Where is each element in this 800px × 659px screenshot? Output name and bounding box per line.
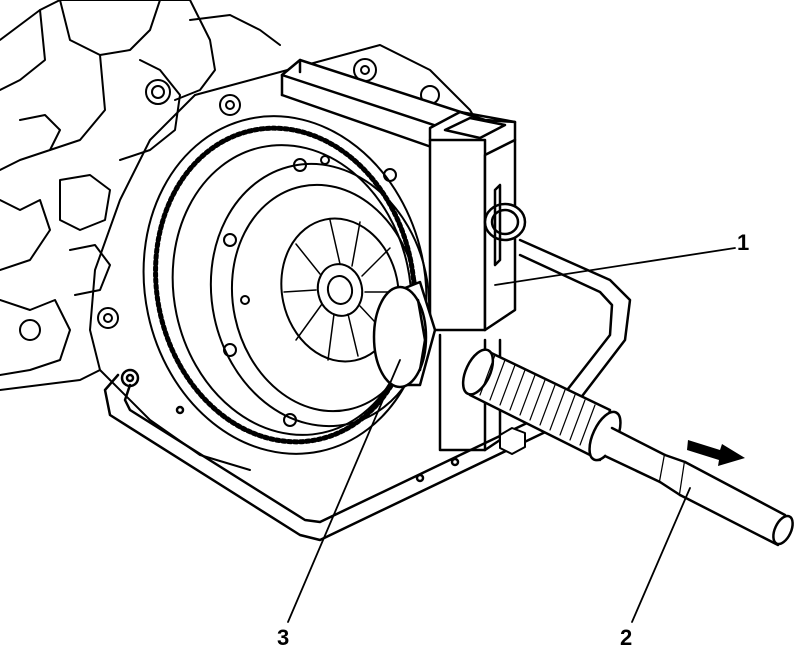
- leader-line-3: [287, 359, 401, 623]
- callout-2: 2: [620, 625, 633, 650]
- callout-1: 1: [737, 230, 750, 255]
- thrust-cup: [372, 280, 437, 389]
- callout-3: 3: [277, 625, 290, 650]
- frame-nut: [499, 427, 526, 455]
- pull-direction-arrow-icon: [687, 440, 745, 466]
- callout-leaders: [287, 247, 736, 623]
- diaphragm-spring: [280, 217, 400, 363]
- flywheel: [142, 115, 428, 455]
- leader-line-1: [494, 247, 736, 286]
- slide-hammer-rod: [603, 426, 794, 547]
- leader-line-2: [631, 487, 691, 623]
- puller-frame: [103, 238, 632, 542]
- clutch-pressure-plate: [209, 155, 431, 428]
- threaded-spindle: [461, 348, 622, 462]
